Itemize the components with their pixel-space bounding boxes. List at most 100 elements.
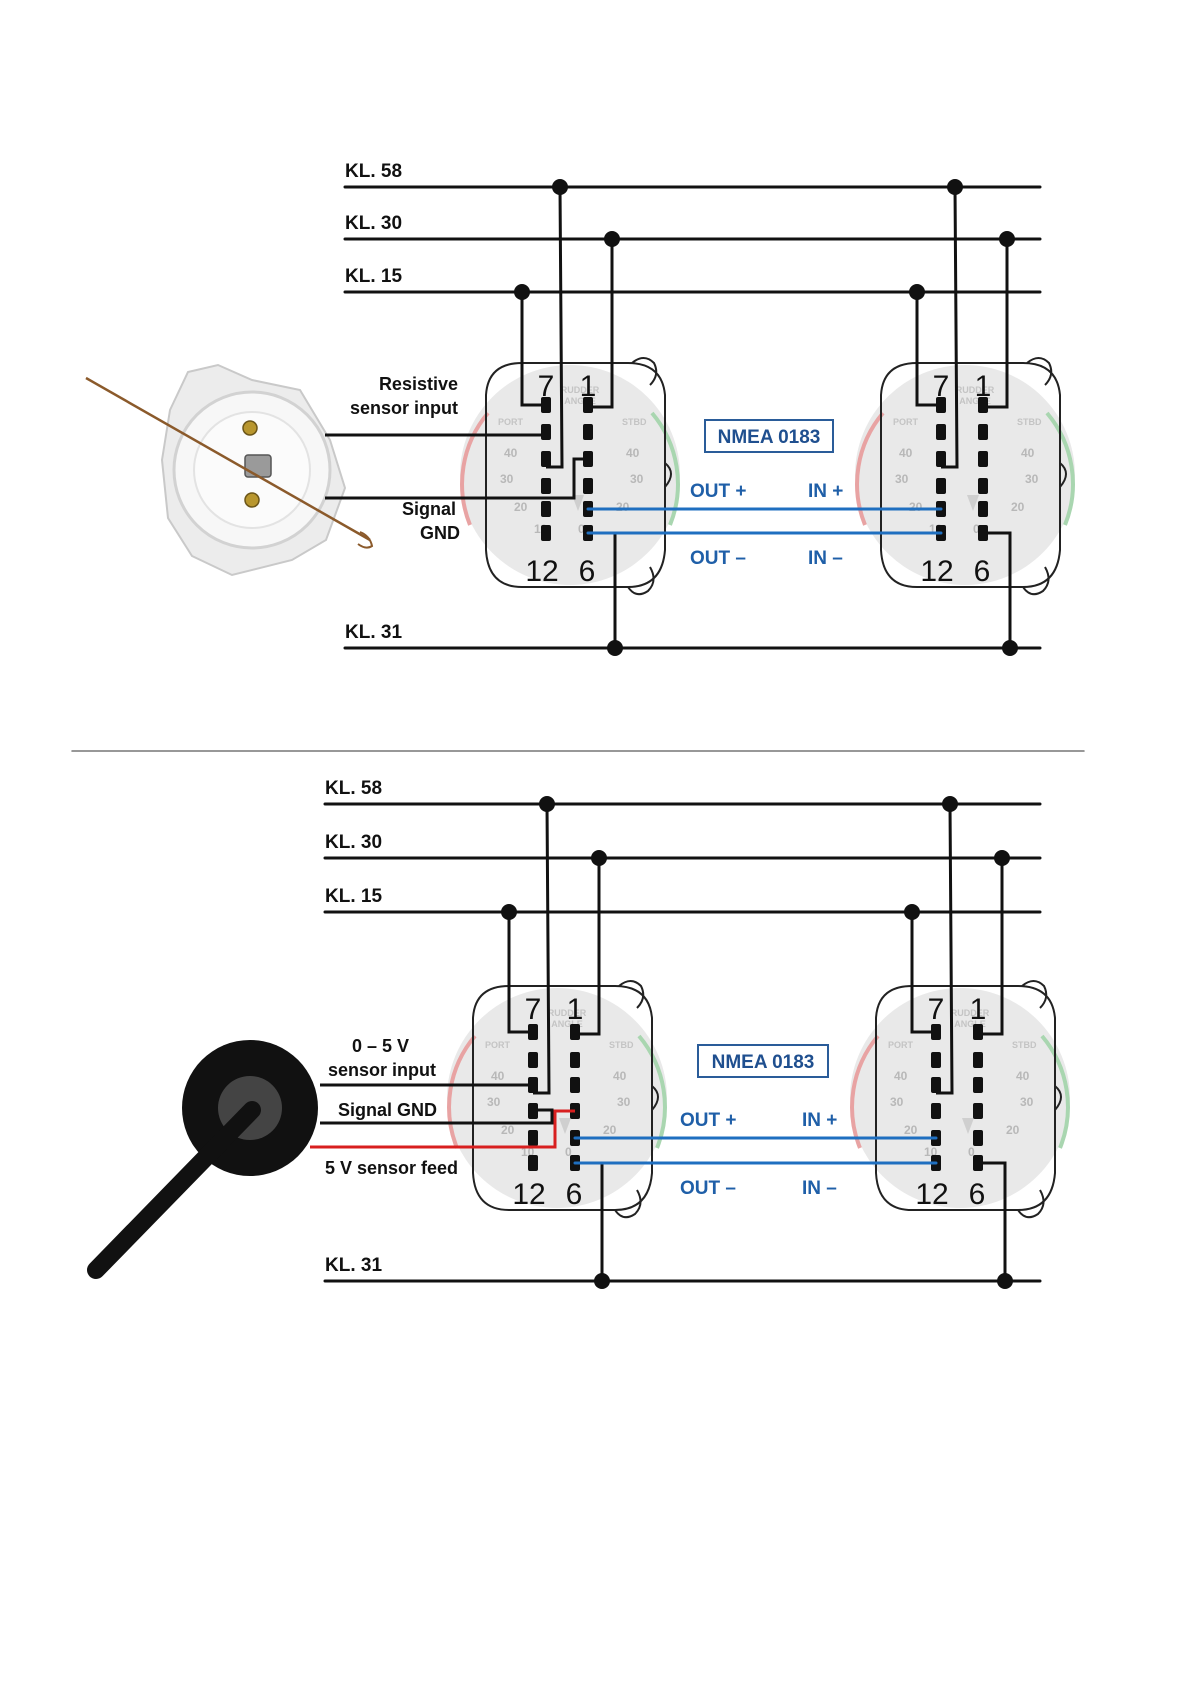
wire-signal-gnd <box>325 457 588 500</box>
pin-left-col <box>528 1130 538 1146</box>
wire-kl31 <box>978 1161 1007 1281</box>
gauge-scale-left: 40 <box>504 446 518 460</box>
sensor-label: GND <box>420 523 460 543</box>
junction-kl58 <box>942 796 958 812</box>
junction-kl58 <box>552 179 568 195</box>
wire-kl31 <box>983 531 1012 648</box>
connector-latch-bottom <box>1022 566 1050 596</box>
wire-kl15 <box>910 912 936 1034</box>
sensor-label: sensor input <box>328 1060 436 1080</box>
wire-signal-gnd <box>320 1108 554 1125</box>
port-arc <box>850 1034 880 1149</box>
wire-kl58 <box>546 186 564 469</box>
pin-number-1: 1 <box>975 370 992 403</box>
pin-right-col <box>973 1103 983 1119</box>
pin-left-col <box>931 1077 941 1093</box>
sensor-label: Signal <box>402 499 456 519</box>
gauge-face-title: RUDDER <box>956 385 995 395</box>
gauge-port-label: PORT <box>888 1040 914 1050</box>
junction-kl58 <box>539 796 555 812</box>
pin-right-col <box>583 397 593 413</box>
gauge-scale-left: 30 <box>890 1095 904 1109</box>
out-minus-label: OUT – <box>680 1178 736 1199</box>
pin-left-col <box>936 478 946 494</box>
pin-right-col <box>973 1024 983 1040</box>
gauge-face-subtitle: ANGLE <box>551 1019 583 1029</box>
gauge-scale-right: 40 <box>613 1069 627 1083</box>
gauge-face <box>850 988 1070 1208</box>
connector-latch-top <box>618 980 645 1009</box>
pin-left-col <box>541 501 551 517</box>
sensor-label: sensor input <box>350 398 458 418</box>
pin-right-col <box>583 424 593 440</box>
wire-kl58 <box>941 186 959 469</box>
gauge-needle-icon <box>559 1118 571 1134</box>
connector-latch-side <box>664 462 672 488</box>
pin-number-12: 12 <box>525 555 558 588</box>
gauge-face-title: RUDDER <box>548 1008 587 1018</box>
sensor-label: Signal GND <box>338 1100 437 1120</box>
gauge-needle-icon <box>962 1118 974 1134</box>
wire-kl30 <box>588 239 614 409</box>
pin-number-6: 6 <box>974 555 991 588</box>
wire-kl58 <box>936 803 954 1095</box>
gauge-face <box>447 988 667 1208</box>
pin-number-1: 1 <box>970 993 987 1026</box>
resistive-rudder-sensor-icon <box>85 363 374 577</box>
pin-right-col <box>978 397 988 413</box>
stbd-arc <box>650 411 680 526</box>
pin-right-col <box>978 525 988 541</box>
bus-label-kl58: KL. 58 <box>345 161 402 182</box>
sensor-terminal-icon <box>244 492 260 508</box>
wire-kl30 <box>983 239 1009 409</box>
junction-kl31 <box>1002 640 1018 656</box>
pin-number-7: 7 <box>928 993 945 1026</box>
gauge-scale-right: 30 <box>1025 472 1039 486</box>
port-arc <box>447 1034 477 1149</box>
connector-latch-bottom <box>627 566 655 596</box>
sensor-label: 5 V sensor feed <box>325 1158 458 1178</box>
pin-number-7: 7 <box>525 993 542 1026</box>
port-arc <box>855 411 885 526</box>
gauge-scale-left: 40 <box>491 1069 505 1083</box>
nmea-box <box>704 419 834 453</box>
pin-left-col <box>541 424 551 440</box>
sensor-lever-hook-icon <box>357 531 374 549</box>
connector-latch-top <box>1026 357 1053 386</box>
gauge-scale-right: 20 <box>603 1123 617 1137</box>
gauge-scale-right: 30 <box>630 472 644 486</box>
gauge-face-subtitle: ANGLE <box>564 396 596 406</box>
in-plus-label: IN + <box>808 481 843 502</box>
gauge-scale-left: 20 <box>904 1123 918 1137</box>
pin-left-col <box>936 451 946 467</box>
gauge-scale-zero: 0 <box>578 522 585 536</box>
gauge-scale-right: 20 <box>1006 1123 1020 1137</box>
wire-kl15 <box>915 292 941 407</box>
junction-kl58 <box>947 179 963 195</box>
gauge-stbd-label: STBD <box>1017 417 1042 427</box>
connector-latch-bottom <box>614 1189 642 1219</box>
bus-label-kl15: KL. 15 <box>325 886 382 907</box>
sensor-lever-arm-icon <box>85 376 371 542</box>
pin-right-col <box>973 1052 983 1068</box>
gauge-face-subtitle: ANGLE <box>959 396 991 406</box>
pin-left-col <box>528 1024 538 1040</box>
gauge-scale-left: 30 <box>895 472 909 486</box>
gauge-port-label: PORT <box>498 417 524 427</box>
gauge-scale-left: 20 <box>501 1123 515 1137</box>
junction-kl30 <box>591 850 607 866</box>
stbd-arc <box>637 1034 667 1149</box>
sensor-arm-icon <box>87 1101 261 1279</box>
in-minus-label: IN – <box>802 1178 837 1199</box>
pin-right-col <box>978 501 988 517</box>
pin-right-col <box>973 1130 983 1146</box>
gauge-scale-zero: 0 <box>565 1145 572 1159</box>
pin-number-12: 12 <box>915 1178 948 1211</box>
out-minus-label: OUT – <box>690 548 746 569</box>
junction-kl15 <box>904 904 920 920</box>
bus-label-kl30: KL. 30 <box>325 832 382 853</box>
connector-latch-bottom <box>1017 1189 1045 1219</box>
connector-latch-side <box>1059 462 1067 488</box>
